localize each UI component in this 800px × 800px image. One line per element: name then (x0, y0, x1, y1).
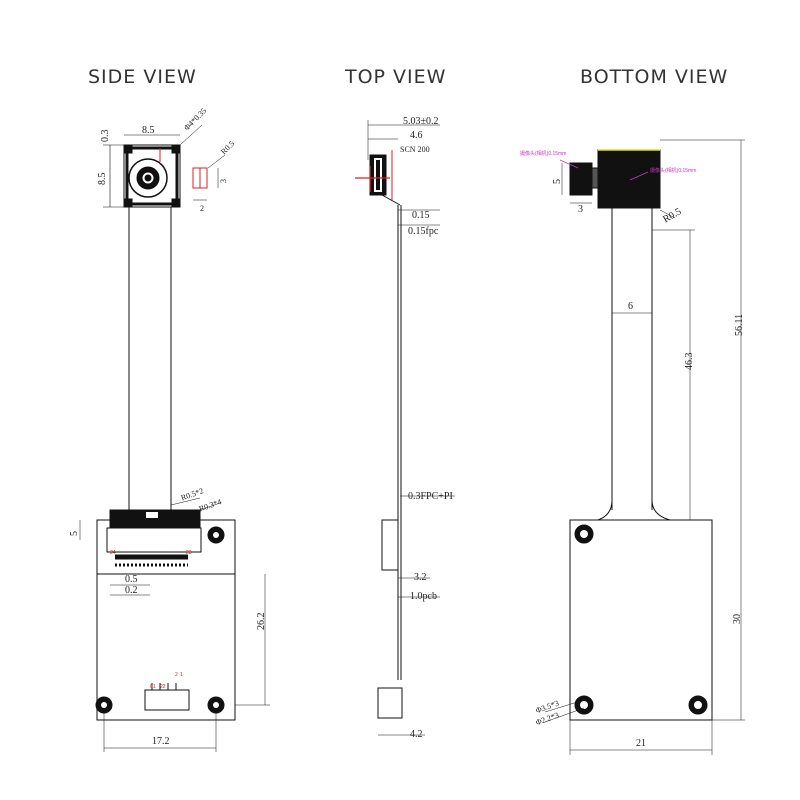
leader-radius (207, 154, 226, 169)
bv-leader-hole1 (544, 699, 585, 713)
bv-dim-r-text: R0.5 (661, 206, 683, 225)
leader-fpc-r2 (199, 502, 221, 511)
dim-side-small-w: 2 (200, 204, 204, 213)
bv-fpc-curve-left (597, 499, 613, 521)
bottom-view-title: BOTTOM VIEW (580, 66, 729, 88)
top-dim-step-text: 3.2 (414, 572, 427, 583)
dim-side-gap: 0.3 (100, 130, 111, 143)
dim-side-fpc-r2: R0.3*4 (198, 497, 223, 513)
connector-label-slot (146, 512, 158, 518)
dim-side-pcb-h: 26.2 (256, 613, 267, 631)
bv-note-left: 摄像头(相机)0.15mm (520, 150, 566, 157)
bv-pcb-outline (569, 519, 713, 721)
bottom-connector (144, 689, 190, 711)
bv-camera-body (597, 149, 661, 209)
bv-small-part (569, 162, 593, 196)
bv-hole-bl-center (580, 701, 588, 709)
bv-note-right: 摄像头(相机)0.15mm (650, 167, 696, 174)
leader-lens (179, 124, 203, 146)
side-view-title: SIDE VIEW (88, 66, 197, 88)
top-connector (381, 519, 399, 571)
dim-side-radius: R0.5 (219, 139, 236, 156)
mount-hole-br-center (213, 702, 219, 708)
dim-side-height: 8.5 (97, 173, 108, 186)
bottom-view (544, 139, 745, 755)
camera-module-outline (123, 144, 181, 208)
pin-label-23: 23 (186, 550, 192, 556)
top-dim-w-text: 4.6 (410, 130, 423, 141)
pin-label-01: 01 (150, 684, 156, 690)
corner-marker-br (171, 198, 181, 208)
mount-hole-tr-center (213, 532, 219, 538)
top-fpc-bend (381, 194, 401, 206)
pin-label-22: 22 (160, 684, 166, 690)
bv-dim-len-text: 46.3 (684, 353, 695, 371)
top-view-title: TOP VIEW (345, 66, 447, 88)
corner-marker-tl (123, 144, 133, 154)
bv-hole-br-center (694, 701, 702, 709)
corner-marker-tr (171, 144, 181, 154)
bv-hole-tl-center (580, 530, 588, 538)
dim-side-pcb-w: 17.2 (152, 736, 170, 747)
lens-outer (128, 158, 168, 198)
bv-dim-total-text: 56.11 (734, 314, 745, 336)
bv-dim-w3-text: 3 (578, 204, 583, 215)
leader-fpc-r (170, 497, 201, 506)
top-dim-t1-text: 0.15 (412, 210, 430, 221)
top-bottom-connector (377, 687, 403, 719)
side-view (79, 124, 270, 752)
side-pcb-outline (96, 519, 236, 721)
lens-center (144, 174, 152, 182)
bv-note-leader-right (629, 171, 649, 181)
top-dim-total-text: 5.03±0.2 (403, 116, 439, 127)
dim-side-gap2: 0.2 (125, 585, 138, 596)
bv-note-leader-left (559, 159, 579, 169)
dim-side-small-h: 3 (219, 179, 228, 183)
top-dim-pcb-text: 1.0pcb (410, 591, 437, 602)
top-dim-t2-text: 0.15fpc (408, 226, 439, 237)
dim-side-width: 8.5 (142, 125, 155, 136)
pin-label-2: 2 (175, 672, 178, 678)
dim-side-lens: Φ4*0.35 (182, 106, 208, 132)
top-note-text: SCN 200 (400, 145, 430, 154)
bv-dim-fpc-w-text: 6 (628, 301, 633, 312)
corner-marker-bl (123, 198, 133, 208)
top-dim-fpc-text: 0.3FPC+PI (408, 491, 453, 502)
pin-label-24: 24 (110, 550, 116, 556)
bv-leader-hole2 (544, 707, 585, 723)
mount-hole-bl-center (101, 702, 107, 708)
dim-side-conn-h: 5 (69, 531, 80, 536)
bv-fpc-curve-right (651, 499, 671, 521)
dim-side-gap1: 0.5 (125, 574, 138, 585)
pin-label-1: 1 (180, 672, 183, 678)
bv-dim-h5-text: 5 (552, 179, 563, 184)
top-view (367, 120, 455, 736)
top-dim-bottom-text: 4.2 (410, 729, 423, 740)
bv-small-neck (591, 167, 599, 189)
bv-dim-pcb-h-text: 30 (732, 614, 743, 624)
bv-leader-r (659, 209, 676, 219)
bv-dim-pcb-w-text: 21 (636, 738, 646, 749)
connector-receptacle (106, 527, 202, 553)
top-camera-core (376, 160, 380, 190)
